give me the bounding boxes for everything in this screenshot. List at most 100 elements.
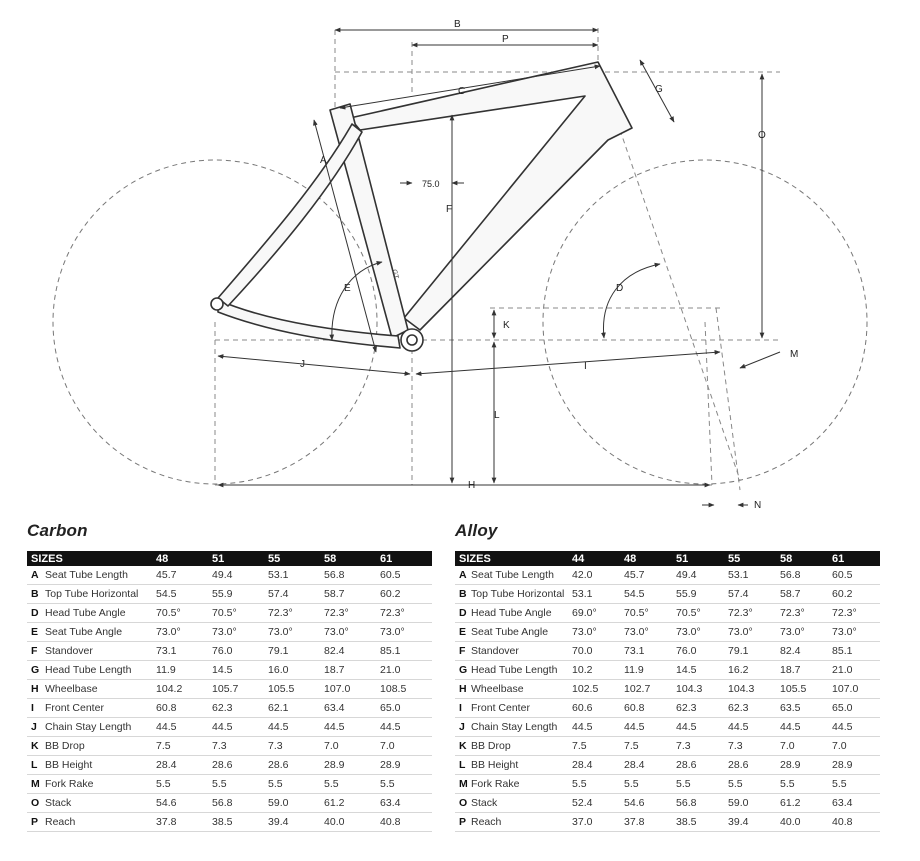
- table-cell: 72.3°: [776, 603, 829, 623]
- size-header: 51: [208, 551, 265, 566]
- size-header: 55: [724, 551, 777, 566]
- table-cell: 7.3: [672, 736, 725, 756]
- table-cell: 73.0°: [376, 622, 433, 642]
- table-cell: 63.4: [320, 698, 377, 718]
- table-cell: 40.8: [376, 812, 433, 832]
- dimension-label: Standover: [467, 641, 569, 661]
- table-cell: 5.5: [376, 774, 433, 794]
- dim-label-o: O: [758, 130, 766, 141]
- table-cell: 7.3: [208, 736, 265, 756]
- table-cell: 102.7: [620, 679, 673, 699]
- table-cell: 70.5°: [672, 603, 725, 623]
- table-cell: 63.4: [376, 793, 433, 813]
- dimension-key: P: [455, 812, 467, 832]
- table-cell: 108.5: [376, 679, 433, 699]
- table-cell: 107.0: [320, 679, 377, 699]
- table-cell: 7.0: [776, 736, 829, 756]
- table-cell: 5.5: [672, 774, 725, 794]
- dimension-label: Front Center: [467, 698, 569, 718]
- table-cell: 7.0: [376, 736, 433, 756]
- dimension-key: D: [27, 603, 41, 623]
- table-cell: 79.1: [264, 641, 321, 661]
- table-cell: 73.0°: [672, 622, 725, 642]
- dimension-label: Head Tube Length: [467, 660, 569, 680]
- table-cell: 14.5: [208, 660, 265, 680]
- dimension-label: Standover: [41, 641, 153, 661]
- table-cell: 28.9: [320, 755, 377, 775]
- size-header: 61: [376, 551, 433, 566]
- dimension-key: G: [455, 660, 467, 680]
- sizes-header: SIZES: [27, 551, 153, 566]
- dimension-label: Fork Rake: [41, 774, 153, 794]
- table-cell: 28.6: [724, 755, 777, 775]
- table-cell: 56.8: [320, 566, 377, 585]
- table-cell: 70.5°: [152, 603, 209, 623]
- dimension-key: L: [27, 755, 41, 775]
- dim-label-a: A: [320, 155, 327, 166]
- table-cell: 16.0: [264, 660, 321, 680]
- table-cell: 39.4: [264, 812, 321, 832]
- table-cell: 54.6: [152, 793, 209, 813]
- table-cell: 44.5: [724, 717, 777, 737]
- table-cell: 40.0: [776, 812, 829, 832]
- table-cell: 73.0°: [208, 622, 265, 642]
- dimension-key: E: [27, 622, 41, 642]
- dimension-label: Top Tube Horizontal: [467, 584, 569, 604]
- table-cell: 70.0: [568, 641, 621, 661]
- dim-label-j: J: [300, 359, 305, 370]
- table-cell: 7.0: [320, 736, 377, 756]
- table-cell: 45.7: [620, 566, 673, 585]
- dimension-label: Chain Stay Length: [467, 717, 569, 737]
- dim-label-d: D: [616, 283, 623, 294]
- table-cell: 5.5: [208, 774, 265, 794]
- size-header: 51: [672, 551, 725, 566]
- table-cell: 14.5: [672, 660, 725, 680]
- dimension-label: Wheelbase: [467, 679, 569, 699]
- table-cell: 53.1: [724, 566, 777, 585]
- table-cell: 70.5°: [208, 603, 265, 623]
- dim-label-k: K: [503, 320, 510, 331]
- table-cell: 60.8: [620, 698, 673, 718]
- dim-label-h: H: [468, 480, 475, 491]
- dimension-key: K: [27, 736, 41, 756]
- dimension-label: Fork Rake: [467, 774, 569, 794]
- table-cell: 7.5: [152, 736, 209, 756]
- size-header: 61: [828, 551, 881, 566]
- table-cell: 102.5: [568, 679, 621, 699]
- table-cell: 73.1: [152, 641, 209, 661]
- dim-label-l: L: [494, 410, 500, 421]
- dimension-key: M: [455, 774, 468, 794]
- dimension-key: O: [455, 793, 467, 813]
- table-cell: 10.2: [568, 660, 621, 680]
- table-cell: 85.1: [376, 641, 433, 661]
- table-cell: 60.2: [376, 584, 433, 604]
- dimension-label: Seat Tube Length: [467, 566, 569, 585]
- sizes-header: SIZES: [455, 551, 569, 566]
- table-cell: 65.0: [376, 698, 433, 718]
- table-cell: 69.0°: [568, 603, 621, 623]
- table-cell: 44.5: [264, 717, 321, 737]
- dim-label-n: N: [754, 500, 761, 511]
- dimension-label: Front Center: [41, 698, 153, 718]
- table-cell: 82.4: [320, 641, 377, 661]
- size-header: 48: [152, 551, 209, 566]
- table-cell: 58.7: [776, 584, 829, 604]
- dimension-label: Seat Tube Angle: [467, 622, 569, 642]
- table-cell: 76.0: [672, 641, 725, 661]
- table-cell: 5.5: [568, 774, 621, 794]
- dimension-key: H: [27, 679, 41, 699]
- table-cell: 28.4: [620, 755, 673, 775]
- table-cell: 7.5: [620, 736, 673, 756]
- table-cell: 61.2: [776, 793, 829, 813]
- dimension-key: F: [27, 641, 41, 661]
